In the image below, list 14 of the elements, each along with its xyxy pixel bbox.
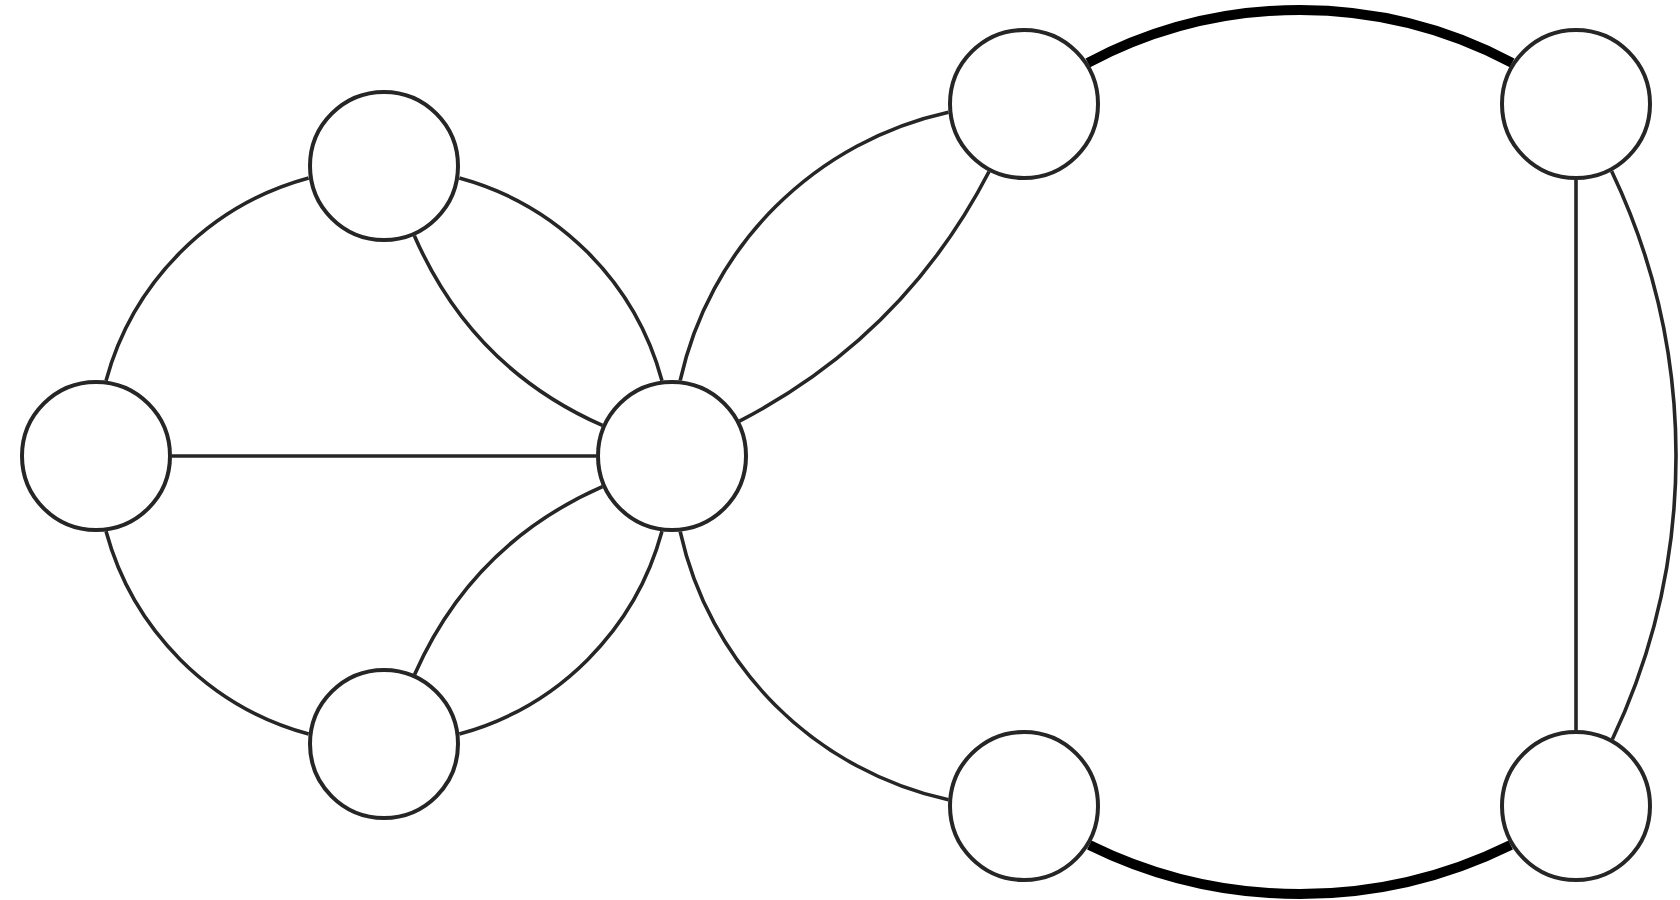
connector-line (104, 176, 310, 382)
connector-line (678, 531, 949, 802)
connector-line (738, 170, 991, 423)
connector-line (1610, 170, 1677, 740)
connector-line (458, 176, 664, 382)
thick-connector-line (1085, 5, 1515, 68)
connector-line (104, 530, 310, 736)
connector-line (458, 530, 664, 736)
connector-line (412, 484, 604, 676)
connector-line (1574, 180, 1578, 730)
connector-line (678, 110, 949, 381)
connector-line (172, 454, 596, 458)
thick-connector-line (1087, 840, 1513, 899)
connector-line (412, 234, 604, 428)
